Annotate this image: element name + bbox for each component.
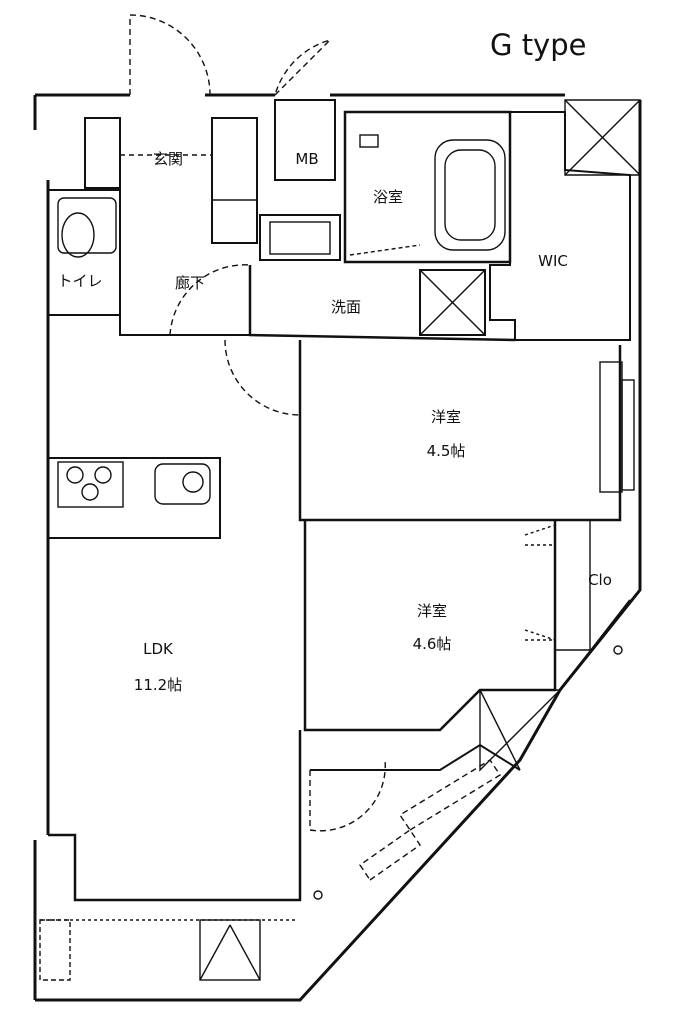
outer-walls: [33, 93, 642, 1002]
room-label-western2: 洋室: [416, 602, 448, 620]
room-label-hallway: 廊下: [174, 274, 206, 292]
room-label-wic: WIC: [538, 252, 568, 270]
room-label-ldk: LDK: [143, 640, 173, 658]
room-label-mb: MB: [295, 150, 319, 168]
room-label-western1-size: 4.5帖: [426, 442, 466, 460]
room-label-ldk-size: 11.2帖: [133, 676, 183, 694]
room-label-western2-size: 4.6帖: [412, 635, 452, 653]
room-label-toilet: トイレ: [57, 272, 103, 290]
room-label-washroom: 洗面: [330, 298, 362, 316]
plan-title: G type: [490, 28, 587, 62]
room-label-western1: 洋室: [430, 408, 462, 426]
room-label-bath: 浴室: [372, 188, 404, 206]
room-label-closet: Clo: [588, 571, 612, 589]
room-label-entrance: 玄関: [152, 150, 184, 168]
